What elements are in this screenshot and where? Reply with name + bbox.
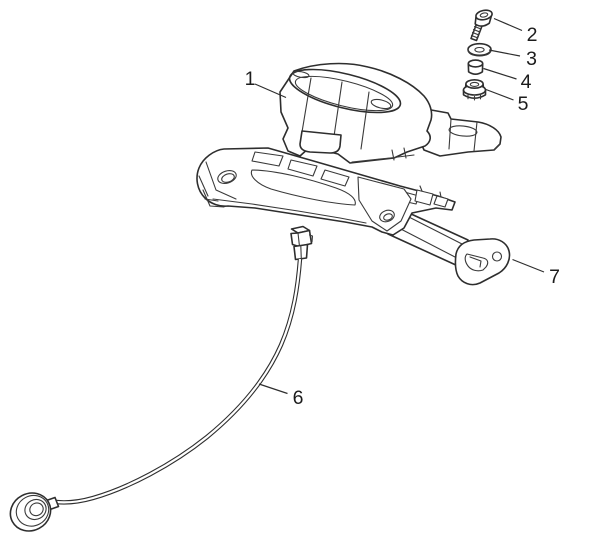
nut-top bbox=[465, 79, 484, 90]
cable-connector-lines bbox=[297, 232, 314, 248]
gusset-hole-inner bbox=[383, 213, 393, 221]
mounting-arm-step bbox=[448, 118, 501, 152]
end-plate-hole bbox=[491, 251, 503, 262]
cable-connector-lower-line bbox=[300, 245, 302, 260]
cluster-bezel-right-boss bbox=[370, 98, 392, 110]
bracket-top-panel bbox=[287, 159, 318, 177]
sensor-ring-rim bbox=[15, 494, 50, 527]
end-plate-slot bbox=[464, 253, 489, 272]
bracket-bottom-rail-line bbox=[212, 198, 367, 224]
callout-label-6: 6 bbox=[293, 387, 304, 409]
sensor-ring-hole bbox=[29, 502, 44, 517]
leader-line-1 bbox=[254, 83, 287, 99]
cable-line-core bbox=[55, 258, 302, 504]
washer-rim bbox=[467, 49, 492, 57]
sensor-ring-inner bbox=[24, 498, 47, 521]
callout-label-2: 2 bbox=[527, 24, 538, 46]
washer-face bbox=[467, 42, 492, 57]
sensor-cable bbox=[9, 225, 314, 532]
bracket-middle-opening bbox=[250, 169, 356, 206]
cluster-bezel-outer bbox=[288, 68, 402, 114]
bracket-clamp bbox=[414, 189, 434, 206]
bracket-arm-lines bbox=[394, 213, 465, 258]
leader-line-4 bbox=[483, 67, 517, 80]
callout-label-4: 4 bbox=[521, 71, 532, 93]
bracket-top-panel bbox=[251, 151, 284, 167]
leader-line-3 bbox=[488, 49, 521, 57]
cluster-mounting-arm bbox=[417, 107, 502, 157]
support-bracket bbox=[196, 147, 511, 286]
arm-end-plate bbox=[454, 238, 511, 286]
nut-hole bbox=[469, 81, 480, 87]
bracket-left-hole bbox=[217, 170, 237, 184]
spacer-top bbox=[467, 59, 484, 68]
cluster-bezel-inner bbox=[294, 75, 394, 112]
end-plate-slot-inner bbox=[469, 256, 482, 268]
cluster-bottom-tab bbox=[299, 130, 342, 154]
screw-head-socket bbox=[479, 12, 489, 18]
spacer-body bbox=[467, 63, 484, 75]
screw-threads bbox=[470, 25, 482, 39]
leader-line-2 bbox=[493, 17, 523, 32]
screw-head-top bbox=[475, 9, 493, 21]
bracket-left-facets bbox=[198, 161, 237, 208]
bracket-gusset bbox=[357, 176, 412, 232]
leader-line-6 bbox=[258, 383, 288, 395]
callout-label-3: 3 bbox=[526, 48, 537, 70]
nut bbox=[462, 79, 487, 101]
spacer bbox=[467, 59, 484, 75]
bracket-clamp bbox=[433, 195, 449, 208]
cluster-base-details bbox=[351, 147, 415, 163]
callouts: 1 2 3 4 5 6 7 bbox=[245, 17, 560, 409]
mounting-arm-slot bbox=[448, 125, 478, 137]
bracket-left-hole-inner bbox=[221, 173, 235, 183]
cable-line-outer bbox=[55, 258, 303, 505]
instrument-cluster bbox=[279, 62, 502, 164]
callout-label-7: 7 bbox=[549, 266, 560, 288]
gusset-hole bbox=[379, 209, 395, 223]
leader-line-7 bbox=[512, 258, 545, 273]
cable-connector-body bbox=[290, 229, 313, 248]
washer bbox=[467, 42, 492, 57]
callout-label-5: 5 bbox=[518, 93, 529, 115]
cluster-panel-lines bbox=[301, 77, 370, 150]
bracket-top-panel bbox=[320, 169, 350, 187]
screw bbox=[470, 9, 493, 42]
bracket-clamp-ticks bbox=[419, 185, 442, 198]
leader-line-5 bbox=[485, 88, 514, 101]
callout-label-1: 1 bbox=[245, 68, 256, 90]
nut-flange-ticks bbox=[467, 94, 482, 101]
cluster-bezel-left-boss bbox=[292, 70, 310, 79]
washer-hole bbox=[474, 46, 485, 53]
